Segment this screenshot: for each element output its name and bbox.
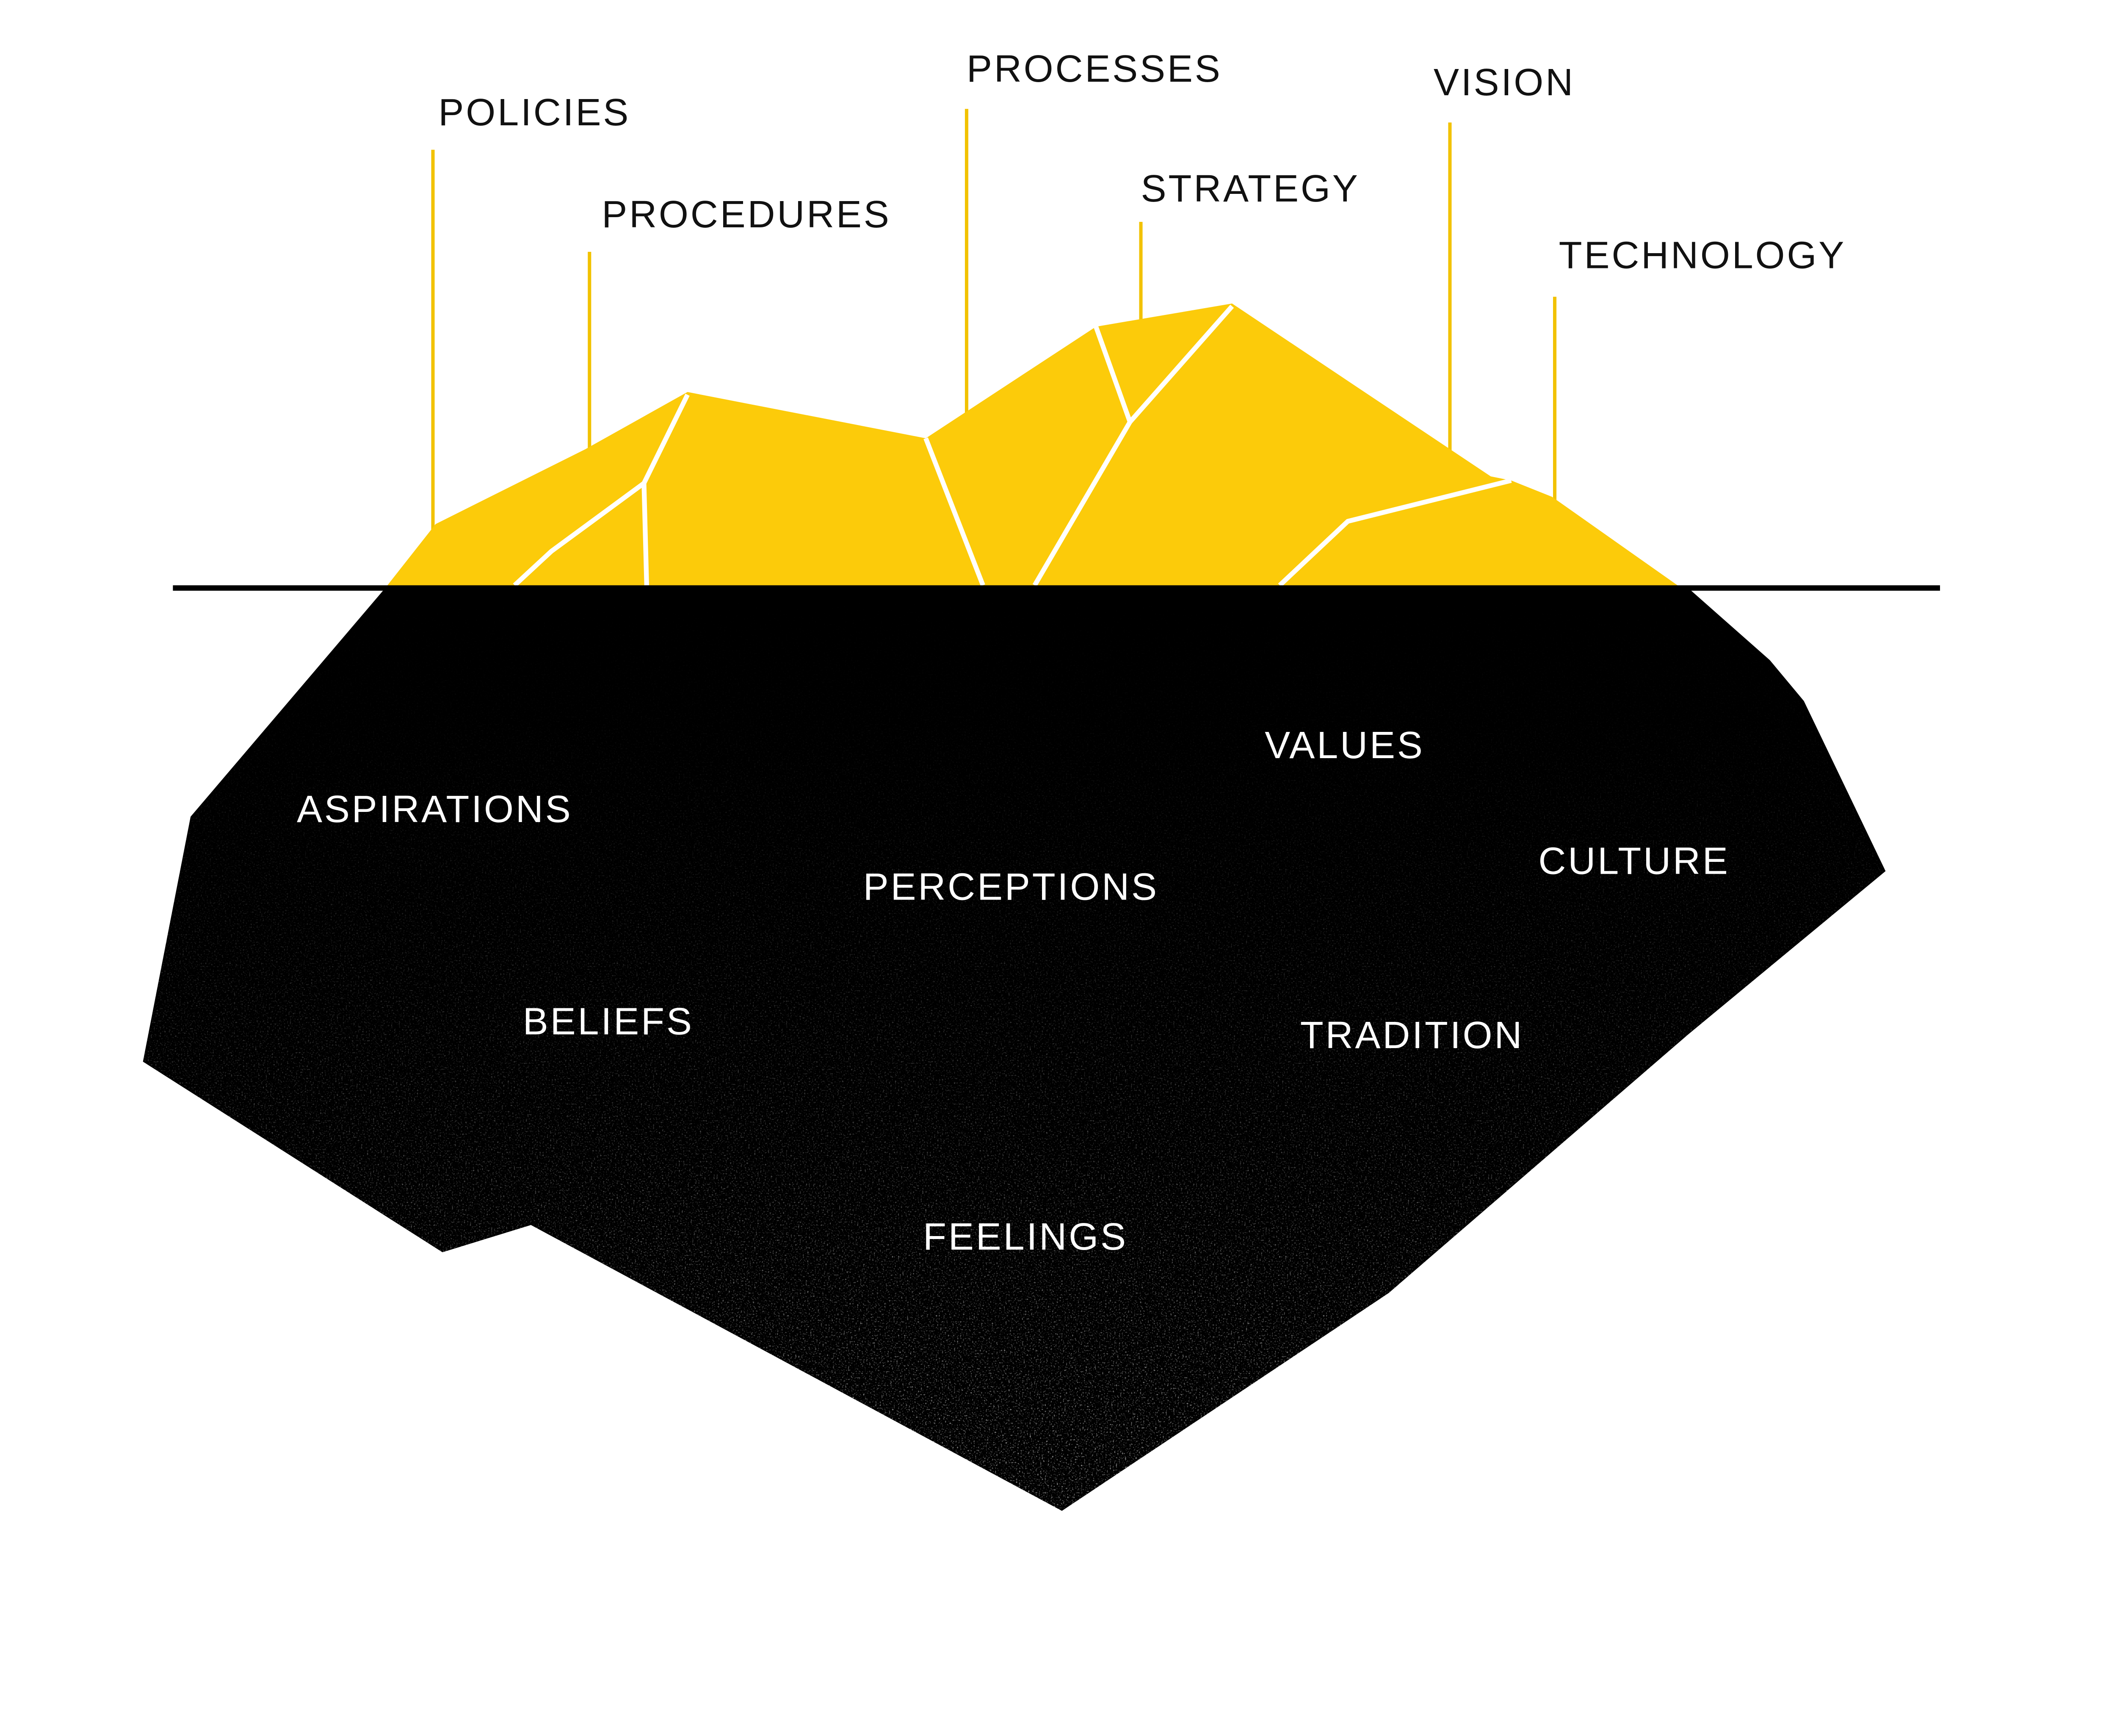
label-policies: POLICIES	[438, 91, 630, 134]
iceberg-diagram: POLICIES PROCEDURES PROCESSES STRATEGY V…	[143, 47, 1940, 1511]
label-perceptions: PERCEPTIONS	[863, 865, 1159, 908]
label-procedures: PROCEDURES	[602, 193, 891, 236]
label-feelings: FEELINGS	[923, 1215, 1128, 1258]
iceberg-tip	[385, 304, 1682, 588]
grain-texture	[143, 588, 1886, 1511]
label-processes: PROCESSES	[967, 47, 1222, 90]
label-beliefs: BELIEFS	[523, 1000, 694, 1043]
label-vision: VISION	[1434, 61, 1575, 104]
label-culture: CULTURE	[1538, 839, 1730, 882]
label-technology: TECHNOLOGY	[1559, 234, 1846, 276]
label-values: VALUES	[1265, 724, 1425, 767]
label-aspirations: ASPIRATIONS	[297, 788, 573, 831]
label-strategy: STRATEGY	[1141, 167, 1360, 210]
label-tradition: TRADITION	[1300, 1014, 1524, 1057]
iceberg-cracks	[513, 304, 1512, 587]
leader-lines	[431, 109, 1557, 534]
